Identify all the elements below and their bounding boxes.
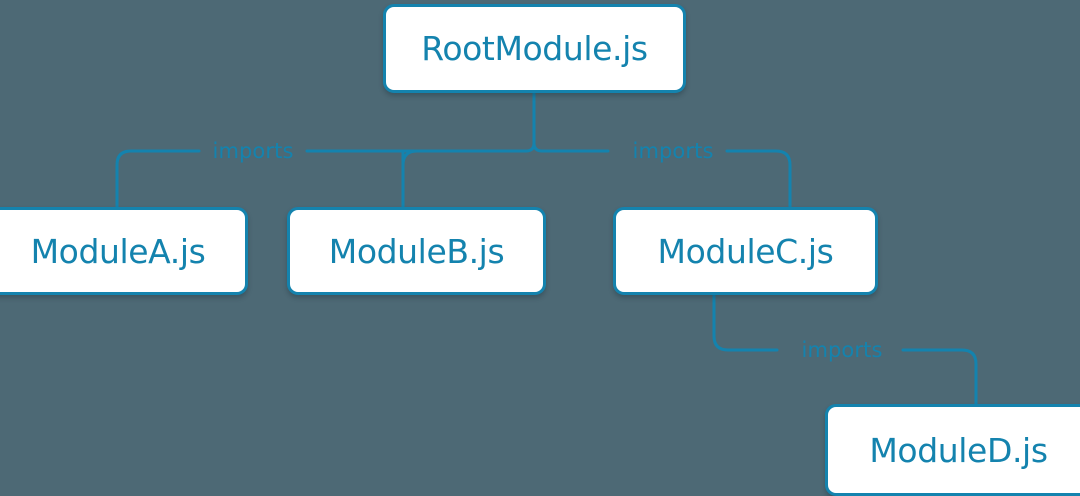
edge-root-to-moduleA-elbow bbox=[115, 149, 201, 209]
node-moduleD-label: ModuleD.js bbox=[869, 430, 1048, 470]
edge-label-root-moduleC: imports bbox=[632, 139, 714, 163]
node-moduleB-label: ModuleB.js bbox=[328, 231, 505, 271]
edge-moduleC-to-moduleD-elbow bbox=[901, 348, 978, 406]
node-moduleD[interactable]: ModuleD.js bbox=[825, 404, 1080, 496]
node-moduleC[interactable]: ModuleC.js bbox=[613, 207, 878, 295]
node-root-label: RootModule.js bbox=[421, 29, 648, 68]
edge-label-moduleC-moduleD: imports bbox=[801, 338, 883, 362]
edge-root-to-moduleB-corner bbox=[401, 149, 419, 167]
node-root[interactable]: RootModule.js bbox=[383, 4, 686, 93]
edge-label-root-moduleA: imports bbox=[212, 139, 294, 163]
edge-moduleC-to-moduleD-drop bbox=[712, 293, 779, 352]
edge-root-stem bbox=[532, 91, 544, 153]
edge-root-to-moduleC-elbow bbox=[725, 149, 792, 209]
node-moduleB[interactable]: ModuleB.js bbox=[287, 207, 546, 295]
node-moduleA[interactable]: ModuleA.js bbox=[0, 207, 248, 295]
edge-root-stem-left bbox=[524, 141, 536, 153]
node-moduleA-label: ModuleA.js bbox=[30, 231, 206, 271]
node-moduleC-label: ModuleC.js bbox=[657, 231, 834, 271]
